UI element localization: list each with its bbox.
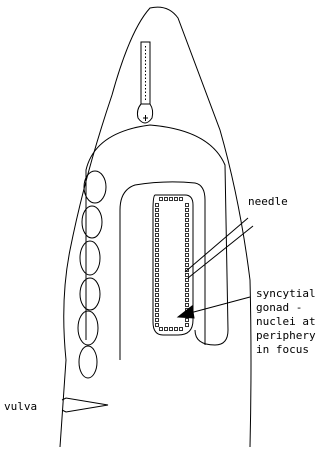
needle-label: needle bbox=[248, 195, 288, 208]
nucleus bbox=[180, 198, 183, 201]
nucleus bbox=[186, 274, 189, 277]
gonad-nuclei bbox=[156, 198, 189, 331]
nucleus bbox=[156, 304, 159, 307]
nucleus bbox=[156, 274, 159, 277]
nucleus bbox=[156, 299, 159, 302]
nucleus bbox=[160, 198, 163, 201]
nucleus bbox=[186, 239, 189, 242]
nucleus bbox=[186, 259, 189, 262]
nucleus bbox=[156, 209, 159, 212]
nucleus bbox=[186, 319, 189, 322]
nucleus bbox=[186, 324, 189, 327]
nucleus bbox=[186, 299, 189, 302]
nucleus bbox=[186, 264, 189, 267]
nucleus bbox=[156, 269, 159, 272]
nucleus bbox=[186, 204, 189, 207]
gonad-label-line3: nuclei at bbox=[256, 315, 316, 328]
worm-body-outline bbox=[60, 7, 251, 447]
nucleus bbox=[186, 279, 189, 282]
nucleus bbox=[180, 328, 183, 331]
gonad-outer-arm bbox=[86, 125, 228, 345]
nucleus bbox=[186, 249, 189, 252]
nucleus bbox=[186, 244, 189, 247]
nucleus bbox=[156, 234, 159, 237]
needle bbox=[185, 218, 253, 278]
nucleus bbox=[186, 254, 189, 257]
nucleus bbox=[175, 198, 178, 201]
nucleus bbox=[156, 284, 159, 287]
gonad-label-line5: in focus bbox=[256, 343, 309, 356]
nucleus bbox=[156, 214, 159, 217]
nucleus bbox=[156, 239, 159, 242]
gonad-inner-arm bbox=[120, 182, 205, 360]
nucleus bbox=[156, 264, 159, 267]
oocyte-stack bbox=[78, 171, 106, 378]
nucleus bbox=[156, 249, 159, 252]
nucleus bbox=[186, 234, 189, 237]
gonad-label-line2: gonad - bbox=[256, 301, 302, 314]
nucleus bbox=[186, 224, 189, 227]
nucleus bbox=[170, 198, 173, 201]
nucleus bbox=[156, 294, 159, 297]
nucleus bbox=[186, 229, 189, 232]
gonad-label-line4: periphery bbox=[256, 329, 316, 342]
vulva-label: vulva bbox=[4, 400, 37, 413]
nucleus bbox=[186, 284, 189, 287]
nucleus bbox=[156, 324, 159, 327]
nucleus bbox=[156, 314, 159, 317]
nucleus bbox=[186, 289, 189, 292]
vulva-notch bbox=[62, 398, 108, 412]
nucleus bbox=[165, 328, 168, 331]
nucleus bbox=[156, 244, 159, 247]
nucleus bbox=[186, 294, 189, 297]
nucleus bbox=[156, 219, 159, 222]
nucleus bbox=[156, 289, 159, 292]
nucleus bbox=[160, 328, 163, 331]
nucleus bbox=[156, 229, 159, 232]
nucleus bbox=[186, 304, 189, 307]
nucleus bbox=[186, 219, 189, 222]
nucleus bbox=[156, 204, 159, 207]
pharynx bbox=[137, 42, 152, 123]
nucleus bbox=[156, 279, 159, 282]
nucleus bbox=[186, 214, 189, 217]
nucleus bbox=[156, 254, 159, 257]
gonad-label-line1: syncytial bbox=[256, 287, 316, 300]
nucleus bbox=[156, 224, 159, 227]
nucleus bbox=[186, 209, 189, 212]
nucleus bbox=[156, 259, 159, 262]
nucleus bbox=[156, 309, 159, 312]
nucleus bbox=[165, 198, 168, 201]
nucleus bbox=[170, 328, 173, 331]
nucleus bbox=[156, 319, 159, 322]
nucleus bbox=[175, 328, 178, 331]
